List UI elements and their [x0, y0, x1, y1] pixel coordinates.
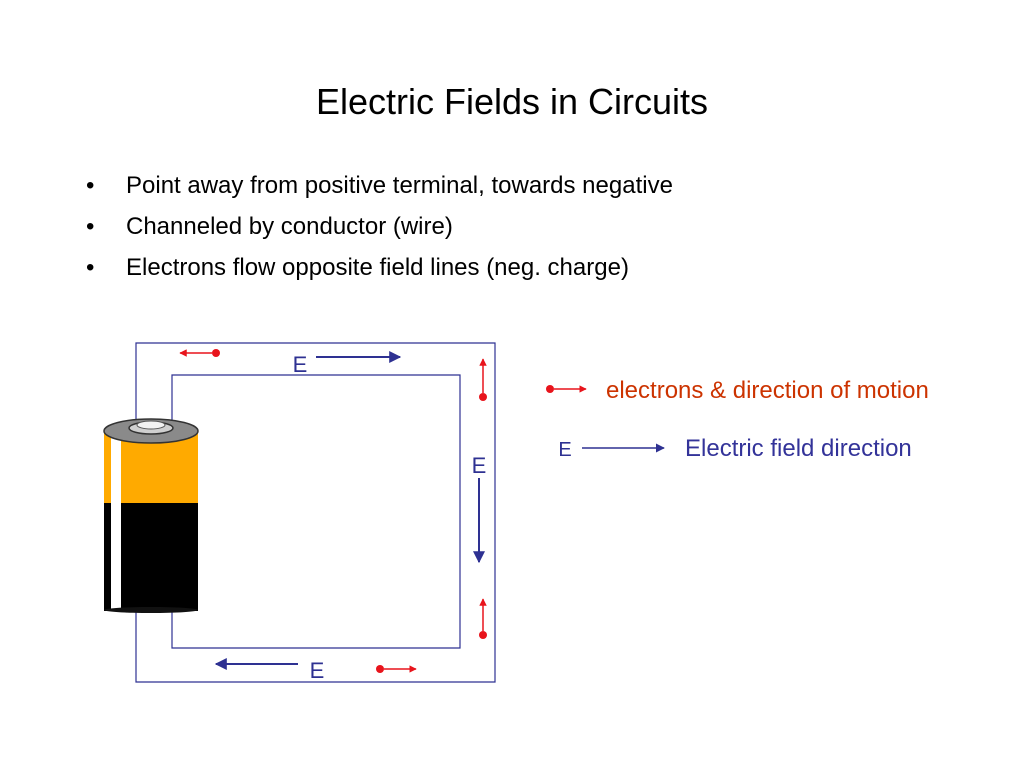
field-label-top: E: [293, 352, 308, 377]
bullet-marker: •: [86, 213, 95, 240]
bullet-text: Point away from positive terminal, towar…: [126, 172, 673, 199]
bullet-text: Electrons flow opposite field lines (neg…: [126, 254, 629, 281]
electron-right-upper: [479, 358, 487, 401]
legend-electron-symbol: [546, 385, 587, 393]
bullet-marker: •: [86, 172, 95, 199]
bullet-text: Channeled by conductor (wire): [126, 213, 453, 240]
electron-bottom: [376, 665, 417, 673]
bullet-marker: •: [86, 254, 95, 281]
battery-terminal-top: [136, 420, 166, 430]
wire-outer-outline: [135, 342, 496, 683]
legend-electron-text: electrons & direction of motion: [606, 377, 929, 404]
electron-dot: [212, 349, 220, 357]
legend-field-letter: E: [558, 439, 571, 461]
electron-right-lower: [479, 598, 487, 639]
battery-bottom-edge: [104, 607, 198, 613]
electron-dot: [376, 665, 384, 673]
battery-highlight: [111, 436, 121, 610]
electron-dot: [479, 631, 487, 639]
field-label-right: E: [472, 453, 487, 478]
electron-dot: [479, 393, 487, 401]
electron-dot: [546, 385, 554, 393]
field-label-bottom: E: [310, 658, 325, 683]
legend-field-text: Electric field direction: [685, 435, 912, 462]
electron-top: [179, 349, 220, 357]
slide-title: Electric Fields in Circuits: [315, 81, 709, 122]
legend-field-symbol: E: [558, 439, 665, 461]
wire-inner-outline: [171, 374, 461, 649]
battery: [103, 418, 199, 613]
